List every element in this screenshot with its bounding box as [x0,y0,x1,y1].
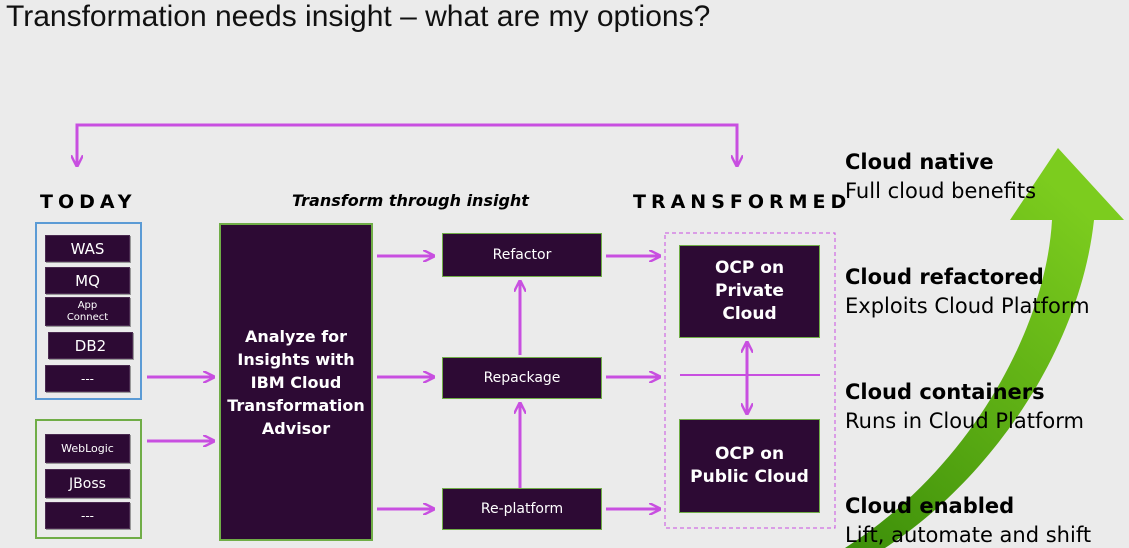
progression-arrow [845,148,1124,548]
ocp-public-cloud-box: OCP on Public Cloud [679,419,820,513]
level-cloud-native-sub: Full cloud benefits [845,179,1037,203]
weblogic-box: WebLogic [45,434,130,463]
mq-box: MQ [45,267,130,294]
was-box: WAS [45,235,130,262]
jboss-box: JBoss [45,469,130,498]
level-cloud-enabled-title: Cloud enabled [845,494,1015,518]
level-cloud-containers-sub: Runs in Cloud Platform [845,409,1084,433]
today-heading: TODAY [40,191,137,213]
today-group-appservers [35,419,142,539]
ocp-private-cloud-box: OCP on Private Cloud [679,245,820,338]
refactor-box: Refactor [442,233,602,277]
app-connect-box: App Connect [45,297,130,326]
transform-heading: Transform through insight [292,191,529,210]
replatform-box: Re-platform [442,488,602,530]
other-middleware-box: --- [45,365,130,392]
level-cloud-containers-title: Cloud containers [845,380,1045,404]
level-cloud-refactored-sub: Exploits Cloud Platform [845,294,1090,318]
page-title: Transformation needs insight – what are … [6,0,711,33]
other-appserver-box: --- [45,502,130,529]
level-cloud-enabled-sub: Lift, automate and shift [845,523,1092,547]
level-cloud-native-title: Cloud native [845,150,994,174]
level-cloud-refactored-title: Cloud refactored [845,265,1044,289]
transformed-heading: TRANSFORMED [633,191,852,213]
db2-box: DB2 [48,332,133,359]
analyze-insights-box: Analyze for Insights with IBM Cloud Tran… [219,223,373,541]
today-group-middleware [35,222,142,400]
repackage-box: Repackage [442,357,602,399]
